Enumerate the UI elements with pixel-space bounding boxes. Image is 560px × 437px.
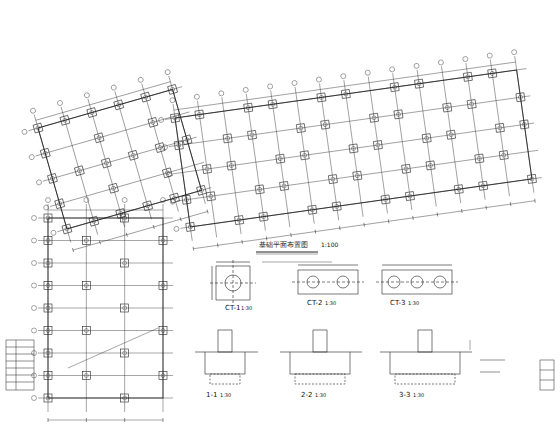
detail-label: 1:30 [314,393,327,398]
detail-label: 2-2 [300,392,313,399]
plan-title: 基础平面布置图 [258,242,309,249]
plan-title: 1:100 [320,242,339,248]
detail-label: CT-3 [389,300,407,307]
detail-label: 1:30 [407,301,420,306]
detail-label: 1:30 [240,306,253,311]
detail-label: CT-1 [224,305,242,312]
detail-label: 1:30 [324,301,337,306]
detail-label: 1-1 [205,392,218,399]
detail-label: 1:30 [412,393,425,398]
detail-label: 3-3 [398,392,411,399]
detail-label: 1:30 [219,393,232,398]
detail-label: CT-2 [306,300,324,307]
